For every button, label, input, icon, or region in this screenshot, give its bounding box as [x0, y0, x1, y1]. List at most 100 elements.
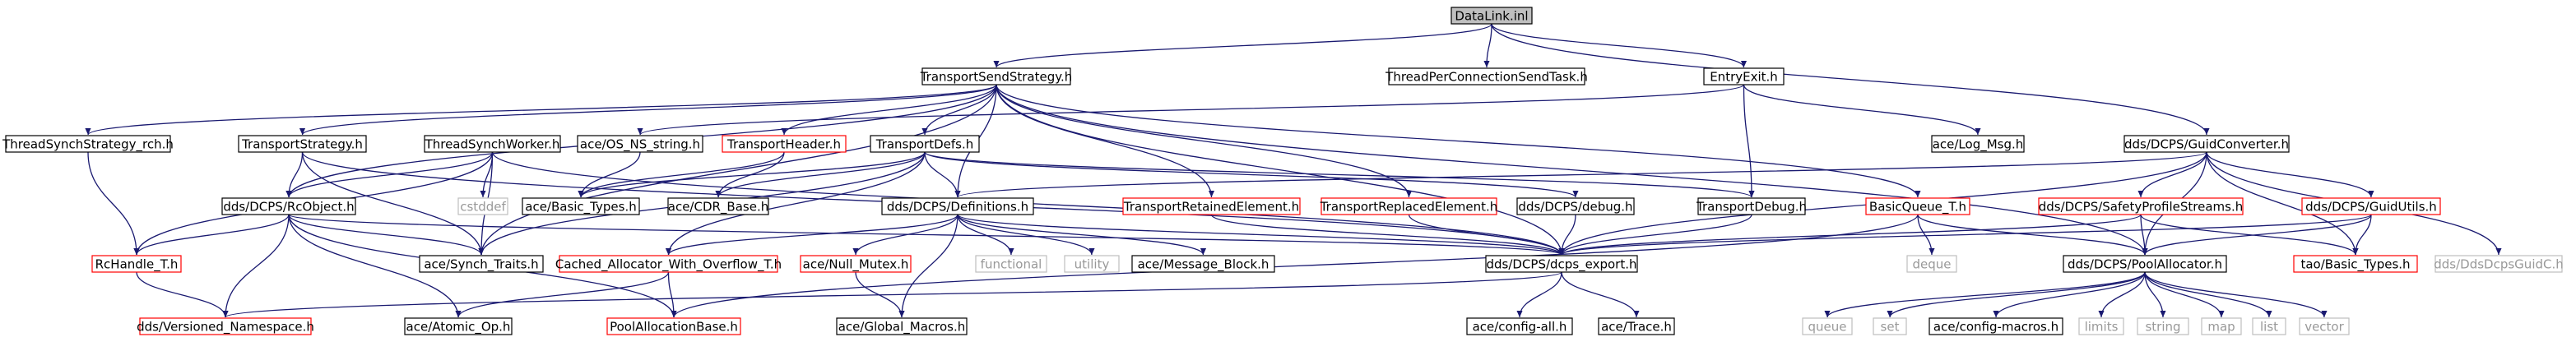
node-cstddef[interactable]: cstddef [457, 197, 508, 215]
node-rchandle[interactable]: RcHandle_T.h [91, 255, 182, 273]
node-label: ace/OS_NS_string.h [580, 137, 700, 153]
node-box [2063, 255, 2227, 273]
node-box [921, 67, 1071, 85]
node-entryexit[interactable]: EntryExit.h [1703, 67, 1785, 85]
node-taobasictypes[interactable]: tao/Basic_Types.h [2293, 255, 2418, 273]
edge-transportdefs-to-debug [924, 151, 1579, 198]
edge-transportdefs-to-cdrbase [715, 151, 926, 198]
node-limits[interactable]: limits [2078, 317, 2124, 335]
node-cachedalloc[interactable]: Cached_Allocator_With_Overflow_T.h [555, 255, 782, 273]
node-rcobject[interactable]: dds/DCPS/RcObject.h [221, 197, 356, 215]
node-box [1450, 7, 1533, 25]
node-label: TransportHeader.h [726, 137, 841, 152]
edge-datalink-to-entryexit [1491, 23, 1748, 68]
node-guidconverter[interactable]: dds/DCPS/GuidConverter.h [2123, 135, 2290, 153]
edge-definitions-to-functional [957, 214, 1014, 256]
node-versioned[interactable]: dds/Versioned_Namespace.h [137, 317, 314, 335]
node-box [2137, 317, 2189, 335]
edge-rcobject-to-dcpsexport [288, 214, 1565, 256]
edge-entryexit-to-transportdebug [1743, 84, 1755, 198]
node-box [606, 317, 741, 335]
node-cdrbase[interactable]: ace/CDR_Base.h [667, 197, 769, 215]
edge-definitions-to-dcpsexport [957, 214, 1565, 256]
node-retained[interactable]: TransportRetainedElement.h [1122, 197, 1301, 215]
node-map[interactable]: map [2201, 317, 2242, 335]
edge-dcpsexport-to-trace [1561, 271, 1640, 318]
edge-transportsendstrategy-to-poolallocator [996, 84, 2148, 256]
node-synchtraits[interactable]: ace/Synch_Traits.h [419, 255, 544, 273]
node-label: PoolAllocationBase.h [610, 320, 738, 335]
node-list[interactable]: list [2252, 317, 2286, 335]
node-queue[interactable]: queue [1802, 317, 1853, 335]
node-box [424, 135, 561, 153]
node-dcpsexport[interactable]: dds/DCPS/dcps_export.h [1485, 255, 1638, 273]
edge-transportsendstrategy-to-transportheader [781, 84, 997, 136]
node-globalmacros[interactable]: ace/Global_Macros.h [836, 317, 968, 335]
edge-datalink-to-threadperconnection [1483, 23, 1492, 68]
node-label: ace/Global_Macros.h [838, 320, 966, 335]
node-configall[interactable]: ace/config-all.h [1466, 317, 1573, 335]
node-set[interactable]: set [1873, 317, 1907, 335]
node-basictypes[interactable]: ace/Basic_Types.h [522, 197, 640, 215]
node-poolallocbase[interactable]: PoolAllocationBase.h [606, 317, 741, 335]
node-transportdefs[interactable]: TransportDefs.h [870, 135, 980, 153]
node-box [577, 135, 703, 153]
edge-transportsendstrategy-to-synchtraits [478, 84, 997, 256]
node-threadsynchworker[interactable]: ThreadSynchWorker.h [424, 135, 561, 153]
node-box [559, 255, 778, 273]
node-basicqueue[interactable]: BasicQueue_T.h [1865, 197, 1970, 215]
node-messageblock[interactable]: ace/Message_Block.h [1131, 255, 1275, 273]
edge-guidutils-to-taobasictypes [2352, 214, 2372, 256]
node-deque[interactable]: deque [1906, 255, 1957, 273]
node-poolallocator[interactable]: dds/DCPS/PoolAllocator.h [2063, 255, 2227, 273]
node-functional[interactable]: functional [975, 255, 1047, 273]
node-threadperconnection[interactable]: ThreadPerConnectionSendTask.h [1385, 67, 1588, 85]
node-vector[interactable]: vector [2299, 317, 2350, 335]
edge-datalink-to-transportsendstrategy [993, 23, 1492, 68]
node-label: ace/config-macros.h [1933, 320, 2058, 335]
node-definitions[interactable]: dds/DCPS/Definitions.h [881, 197, 1034, 215]
node-debug[interactable]: dds/DCPS/debug.h [1516, 197, 1635, 215]
node-trace[interactable]: ace/Trace.h [1598, 317, 1675, 335]
node-transportdebug[interactable]: TransportDebug.h [1696, 197, 1807, 215]
node-box [870, 135, 980, 153]
node-label: EntryExit.h [1710, 70, 1778, 85]
node-transportsendstrategy[interactable]: TransportSendStrategy.h [920, 67, 1073, 85]
edge-dcpsexport-to-versioned [222, 271, 1562, 318]
node-replaced[interactable]: TransportReplacedElement.h [1320, 197, 1498, 215]
node-label: TransportDebug.h [1696, 200, 1807, 215]
node-guidutils[interactable]: dds/DCPS/GuidUtils.h [2301, 197, 2441, 215]
node-label: deque [1912, 257, 1951, 272]
node-label: ThreadSynchStrategy_rch.h [2, 137, 174, 153]
node-utility[interactable]: utility [1064, 255, 1120, 273]
node-osnsstring[interactable]: ace/OS_NS_string.h [577, 135, 703, 153]
edge-definitions-to-nullmutex [852, 214, 958, 256]
node-transportheader[interactable]: TransportHeader.h [722, 135, 847, 153]
edge-poolallocator-to-set [1887, 271, 2146, 318]
node-datalink[interactable]: DataLink.inl [1450, 7, 1533, 25]
node-logmsg[interactable]: ace/Log_Msg.h [1931, 135, 2025, 153]
node-box [1388, 67, 1585, 85]
node-box [2078, 317, 2124, 335]
node-threadsynchstrategy[interactable]: ThreadSynchStrategy_rch.h [2, 135, 174, 153]
node-label: dds/DCPS/GuidConverter.h [2124, 137, 2289, 152]
edge-poolallocator-to-string [2144, 271, 2166, 318]
node-label: TransportReplacedElement.h [1320, 200, 1498, 215]
node-atomicop[interactable]: ace/Atomic_Op.h [404, 317, 513, 335]
node-configmacros[interactable]: ace/config-macros.h [1929, 317, 2063, 335]
node-label: vector [2304, 320, 2344, 335]
edge-poolallocator-to-limits [2098, 271, 2146, 318]
node-label: limits [2085, 320, 2119, 335]
edge-guidconverter-to-safetyprofile [2137, 151, 2207, 198]
node-string[interactable]: string [2137, 317, 2189, 335]
node-transportstrategy[interactable]: TransportStrategy.h [238, 135, 367, 153]
node-nullmutex[interactable]: ace/Null_Mutex.h [800, 255, 912, 273]
node-box [1466, 317, 1573, 335]
edge-poolallocator-to-map [2144, 271, 2225, 318]
node-safetyprofile[interactable]: dds/DCPS/SafetyProfileStreams.h [2038, 197, 2244, 215]
node-box [2123, 135, 2290, 153]
node-label: ace/Synch_Traits.h [424, 257, 538, 273]
edge-threadsynchstrategy-to-rchandle [87, 151, 140, 256]
edge-transportsendstrategy-to-transportstrategy [299, 84, 997, 136]
node-ddsguidc[interactable]: dds/DdsDcpsGuidC.h [2434, 255, 2564, 273]
